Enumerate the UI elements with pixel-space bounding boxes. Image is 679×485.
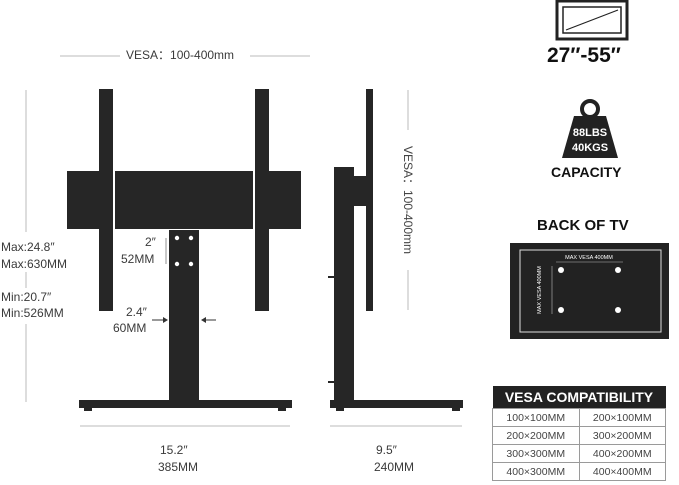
table-row: 400×300MM 400×400MM bbox=[492, 462, 666, 481]
min-height-in: Min:20.7″ bbox=[1, 290, 52, 304]
post-width-mm: 60MM bbox=[113, 321, 147, 335]
table-cell: 400×200MM bbox=[578, 444, 666, 463]
table-row: 200×200MM 300×200MM bbox=[492, 426, 666, 445]
side-view bbox=[328, 89, 463, 427]
max-height-mm: Max:630MM bbox=[1, 257, 68, 271]
table-cell: 300×200MM bbox=[578, 426, 666, 445]
table-cell: 400×400MM bbox=[578, 462, 666, 481]
mount-plate bbox=[67, 171, 99, 229]
side-vesa-label: VESA：100-400mm bbox=[401, 146, 415, 254]
vesa-top-label: VESA：100-400mm bbox=[126, 48, 235, 62]
column-hole bbox=[174, 235, 180, 241]
base-width-in: 15.2″ bbox=[160, 443, 188, 457]
table-cell: 300×300MM bbox=[492, 444, 580, 463]
table-cell: 400×300MM bbox=[492, 462, 580, 481]
post-width-in: 2.4″ bbox=[126, 305, 147, 319]
side-column bbox=[334, 167, 354, 400]
table-row: 100×100MM 200×100MM bbox=[492, 408, 666, 427]
back-of-tv-diagram: MAX VESA 400MM MAX VESA 400MM bbox=[510, 243, 669, 339]
table-cell: 100×100MM bbox=[492, 408, 580, 427]
side-base bbox=[330, 400, 463, 408]
base-depth-mm: 240MM bbox=[374, 460, 415, 474]
base-width-mm: 385MM bbox=[158, 460, 199, 474]
right-vesa-arm bbox=[255, 89, 269, 311]
side-vesa-plate bbox=[366, 89, 373, 311]
table-cell: 200×200MM bbox=[492, 426, 580, 445]
weight-kgs: 40KGS bbox=[572, 142, 608, 154]
stand-base bbox=[79, 400, 292, 408]
weight-icon bbox=[562, 99, 618, 158]
vesa-table-title: VESA COMPATIBILITY bbox=[492, 386, 666, 409]
stand-column bbox=[169, 230, 199, 400]
max-height-in: Max:24.8″ bbox=[1, 240, 55, 254]
max-vesa-vertical: MAX VESA 400MM bbox=[537, 266, 543, 314]
capacity-label: CAPACITY bbox=[551, 164, 622, 180]
weight-lbs: 88LBS bbox=[573, 127, 607, 139]
table-cell: 200×100MM bbox=[578, 408, 666, 427]
base-depth-in: 9.5″ bbox=[376, 443, 397, 457]
left-vesa-arm bbox=[99, 89, 113, 311]
vesa-hole bbox=[558, 267, 564, 273]
hole-spacing-in: 2″ bbox=[145, 235, 156, 249]
table-row: 300×300MM 400×200MM bbox=[492, 444, 666, 463]
front-view bbox=[25, 55, 310, 427]
screen-size-range: 27″-55″ bbox=[547, 44, 621, 67]
vesa-compatibility-table: VESA COMPATIBILITY 100×100MM 200×100MM 2… bbox=[492, 386, 666, 481]
max-vesa-horizontal: MAX VESA 400MM bbox=[565, 255, 613, 261]
min-height-mm: Min:526MM bbox=[1, 306, 64, 320]
tv-icon bbox=[555, 0, 629, 41]
back-of-tv-label: BACK OF TV bbox=[537, 217, 629, 234]
hole-spacing-mm: 52MM bbox=[121, 252, 155, 266]
